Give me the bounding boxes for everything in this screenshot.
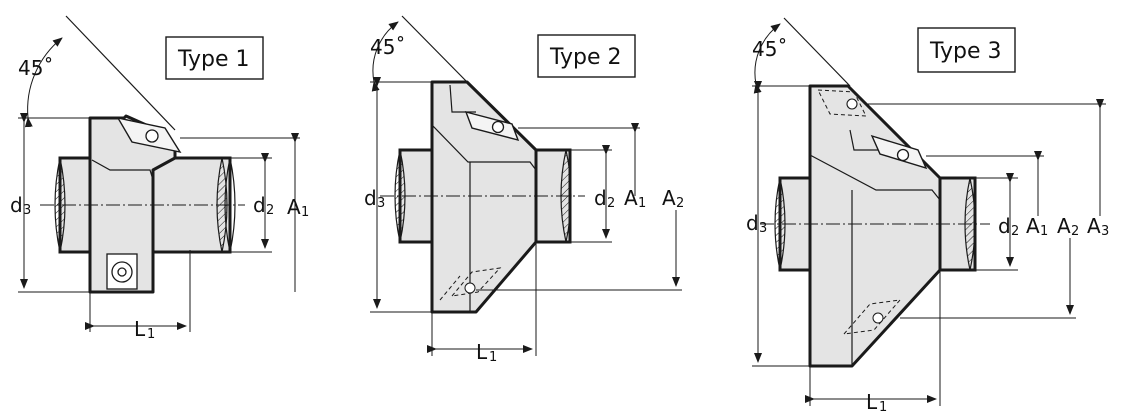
type-1-drawing: Type 1 45˚ d 3 d 2 xyxy=(10,15,309,342)
type-3-l1-label: L xyxy=(866,390,878,414)
type-3-drawing: Type 3 45˚ d 3 d 2 xyxy=(746,17,1109,415)
type-2-d2-sub: 2 xyxy=(607,196,615,211)
type-3-a2-sub: 2 xyxy=(1071,224,1079,239)
type-3-title-box xyxy=(917,27,1016,73)
type-2-a2-sub: 2 xyxy=(676,196,684,211)
type-2-angle-label: 45˚ xyxy=(370,35,405,59)
type-3-d3-label: d xyxy=(746,211,759,235)
type-2-d2-label: d xyxy=(594,186,607,210)
type-2-d3-label: d xyxy=(364,186,377,210)
type-2-a1-sub: 1 xyxy=(638,196,646,211)
type-1-l1-label: L xyxy=(134,317,146,341)
type-1-a1-label: A xyxy=(287,195,301,219)
type-3-angle-label: 45˚ xyxy=(752,37,787,61)
type-1-title-box xyxy=(165,36,264,80)
type-3-d2-sub: 2 xyxy=(1011,224,1019,239)
type-2-title: Type 2 xyxy=(549,45,622,70)
type-3-a1-label: A xyxy=(1026,214,1040,238)
type-1-title: Type 1 xyxy=(177,47,250,72)
type-2-a1-label: A xyxy=(624,186,638,210)
type-3-l1-sub: 1 xyxy=(879,400,887,415)
type-1-d2-sub: 2 xyxy=(266,203,274,218)
type-2-l1-label: L xyxy=(476,340,488,364)
type-1-d3-label: d xyxy=(10,193,23,217)
type-2-a2-label: A xyxy=(662,186,676,210)
type-1-angle-label: 45˚ xyxy=(18,56,53,80)
type-3-a2-label: A xyxy=(1057,214,1071,238)
type-2-drawing: Type 2 45˚ d 3 d 2 xyxy=(364,15,684,365)
type-3-a3-sub: 3 xyxy=(1101,224,1109,239)
type-3-a3-label: A xyxy=(1087,214,1101,238)
type-1-a1-sub: 1 xyxy=(301,205,309,220)
type-3-d2-label: d xyxy=(998,214,1011,238)
type-2-title-box xyxy=(537,34,636,78)
type-3-a1-sub: 1 xyxy=(1040,224,1048,239)
type-3-d3-sub: 3 xyxy=(759,221,767,236)
type-1-l1-sub: 1 xyxy=(147,327,155,342)
type-1-d2-label: d xyxy=(253,193,266,217)
type-3-title: Type 3 xyxy=(929,39,1002,64)
type-1-d3-sub: 3 xyxy=(23,203,31,218)
type-2-d3-sub: 3 xyxy=(377,196,385,211)
type-2-l1-sub: 1 xyxy=(489,350,497,365)
